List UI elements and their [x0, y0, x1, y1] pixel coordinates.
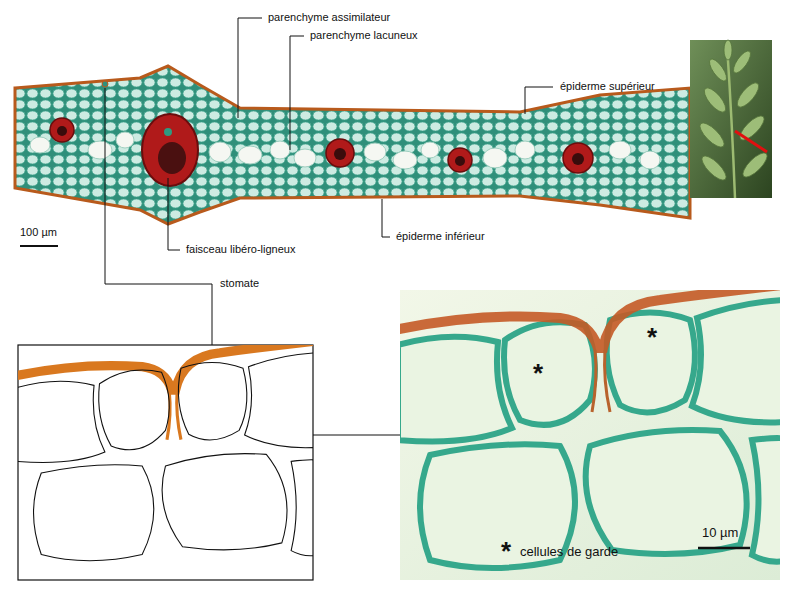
tissue-label: épiderme inférieur — [396, 230, 485, 243]
scale-label: 10 µm — [702, 525, 738, 541]
guard-cell-marker: * — [647, 322, 657, 353]
scale-bar — [698, 547, 750, 550]
part-label: stomate — [220, 277, 259, 290]
tissue-label: parenchyme assimilateur — [268, 11, 390, 24]
vascular-bundles — [50, 114, 593, 186]
plant-photo — [690, 40, 772, 198]
leaf-section — [15, 66, 690, 224]
tissue-label: épiderme supérieur — [560, 80, 655, 93]
leaf-tissue — [15, 66, 690, 224]
legend-marker: * — [501, 536, 511, 567]
scale-label: 100 µm — [20, 226, 57, 239]
legend-entry: cellules de garde — [520, 544, 618, 560]
stomate-micrograph — [395, 284, 790, 580]
tissue-label: parenchyme lacuneux — [310, 29, 418, 42]
scale-bar — [20, 245, 58, 247]
tissue-label: faisceau libéro-ligneux — [186, 243, 295, 256]
stomate-mark — [102, 81, 108, 87]
guard-cell-marker: * — [533, 358, 543, 389]
stomate-drawing — [14, 340, 321, 580]
legend-text: cellules de garde — [520, 544, 618, 559]
